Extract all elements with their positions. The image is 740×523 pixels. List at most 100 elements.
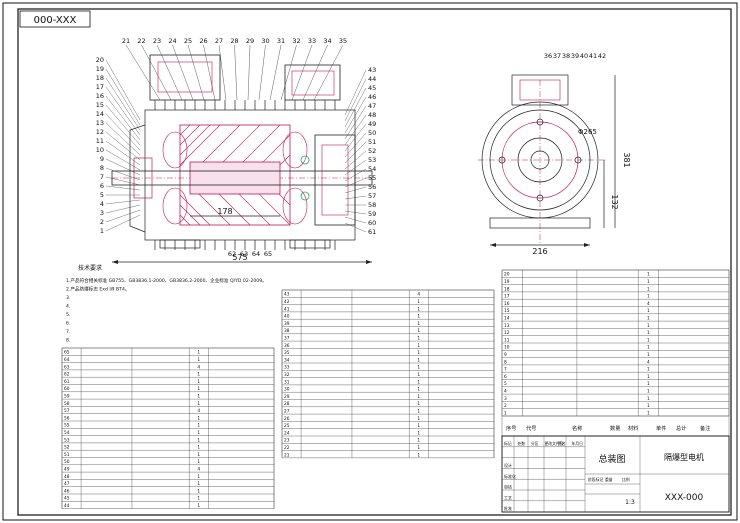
- balloon-number: 25: [184, 37, 192, 45]
- leader-line: [187, 44, 205, 101]
- leader-line: [302, 44, 328, 101]
- leader-line: [344, 96, 367, 134]
- callout-number: 7: [100, 173, 104, 181]
- leader-line: [234, 44, 238, 101]
- leader-line: [344, 186, 367, 194]
- callout-number: 8: [100, 164, 104, 172]
- part-row-no: 26: [284, 416, 290, 422]
- title-stage-label: 重量: [605, 477, 613, 482]
- dim-total-height: 381: [622, 152, 631, 167]
- green-marker-1: [300, 155, 310, 165]
- callout-number: 9: [100, 155, 104, 163]
- leader-line: [344, 141, 367, 164]
- part-row-no: 36: [284, 343, 290, 349]
- part-row-qty: 1: [417, 372, 420, 378]
- part-row-qty: 1: [647, 367, 650, 373]
- callout-number: 42: [598, 52, 606, 60]
- part-row-no: 7: [504, 367, 507, 373]
- leader-line: [344, 150, 367, 170]
- part-row-qty: 4: [417, 292, 420, 298]
- leader-line: [172, 44, 194, 101]
- part-row-qty: 1: [417, 430, 420, 436]
- callout-number: 15: [96, 101, 104, 109]
- leader-line: [258, 44, 266, 101]
- part-row-no: 53: [64, 437, 70, 443]
- callout-number: 13: [96, 119, 104, 127]
- rotor: [189, 161, 281, 195]
- part-row-no: 54: [64, 430, 70, 436]
- part-row-no: 49: [64, 467, 70, 473]
- title-head-label: 签名: [558, 441, 566, 446]
- callout-number: 41: [589, 52, 597, 60]
- part-row-no: 47: [64, 481, 70, 487]
- dim-shaft-length-label: 575: [232, 253, 247, 262]
- part-row-qty: 1: [647, 294, 650, 300]
- part-row-no: 15: [504, 308, 510, 314]
- part-row-qty: 1: [417, 314, 420, 320]
- part-row-no: 41: [284, 306, 290, 312]
- part-row-no: 42: [284, 299, 290, 305]
- balloon-number: 23: [153, 37, 161, 45]
- leader-line: [280, 44, 297, 101]
- part-row-qty: 1: [197, 394, 200, 400]
- callout-number: 55: [368, 174, 376, 182]
- balloon-number: 30: [261, 37, 269, 45]
- leader-line: [344, 210, 367, 215]
- dim-center-height: 132: [610, 194, 619, 209]
- part-row-qty: 1: [197, 357, 200, 363]
- title-head-label: 标记: [504, 441, 512, 446]
- terminal-box-right: [284, 64, 341, 101]
- part-row-no: 33: [284, 365, 290, 371]
- part-row-qty: 1: [197, 415, 200, 421]
- parts-header-cell: 总计: [676, 424, 686, 432]
- end-view: 216 381 132 Φ265: [478, 74, 631, 256]
- part-row-qty: 4: [197, 408, 200, 414]
- stator-hatch: [179, 124, 291, 226]
- balloon-number: 29: [246, 37, 254, 45]
- end-flange-ring: [489, 109, 591, 211]
- part-row-qty: 1: [417, 401, 420, 407]
- part-row-no: 20: [504, 272, 510, 278]
- part-row-no: 30: [284, 387, 290, 393]
- stator-core: [179, 124, 291, 226]
- part-row-qty: 1: [197, 474, 200, 480]
- part-row-no: 37: [284, 336, 290, 342]
- part-row-qty: 1: [647, 323, 650, 329]
- part-row-no: 19: [504, 279, 510, 285]
- part-row-no: 9: [504, 352, 507, 358]
- part-row-no: 18: [504, 286, 510, 292]
- part-row-qty: 1: [417, 416, 420, 422]
- scale-value: 1:3: [625, 499, 635, 506]
- leader-line: [105, 204, 141, 214]
- callout-number: 63: [240, 250, 248, 258]
- callout-number: 58: [368, 201, 376, 209]
- callout-number: 50: [368, 129, 376, 137]
- part-row-no: 1: [504, 410, 507, 416]
- part-row-no: 50: [64, 459, 70, 465]
- part-row-qty: 1: [417, 321, 420, 327]
- part-row-qty: 1: [417, 438, 420, 444]
- callout-number: 6: [100, 182, 104, 190]
- tech-req-line: 6.: [66, 321, 70, 327]
- terminal-box-right-inner: [291, 70, 335, 96]
- balloon-number: 31: [277, 37, 285, 45]
- title-head-label: 年月日: [572, 441, 584, 446]
- drawing-code-top: 000-XXX: [34, 15, 77, 26]
- leader-line: [105, 158, 141, 176]
- callout-number: 39: [571, 52, 579, 60]
- shaft-end: [530, 150, 550, 170]
- part-row-no: 45: [64, 496, 70, 502]
- title-head-label: 处数: [518, 441, 526, 446]
- parts-header-cell: 材料: [628, 424, 638, 432]
- part-row-qty: 1: [197, 488, 200, 494]
- balloon-number: 34: [323, 37, 331, 45]
- part-row-no: 31: [284, 379, 290, 385]
- part-row-qty: 1: [197, 423, 200, 429]
- balloon-number: 24: [168, 37, 176, 45]
- balloon-number: 35: [339, 37, 347, 45]
- balloon-number: 27: [215, 37, 223, 45]
